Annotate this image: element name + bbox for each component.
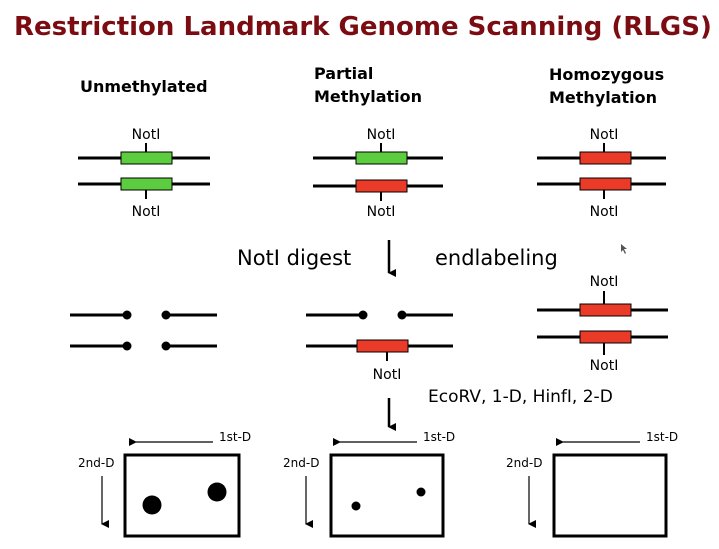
step1-endlabel-label: endlabeling [435, 246, 558, 270]
gel-spot [142, 495, 162, 515]
gel-unmethylated: 1st-D 2nd-D [78, 430, 251, 538]
notI-site-unmethylated [120, 151, 173, 165]
dna-partial: NotI NotI [313, 127, 443, 220]
gel-homozygous: 1st-D 2nd-D [506, 430, 678, 538]
gel-frame [329, 453, 445, 538]
notI-site-unmethylated [355, 151, 408, 165]
gel-partial: 1st-D 2nd-D [283, 430, 455, 538]
noti-label-top: NotI [132, 127, 161, 143]
header-partial-line2: Methylation [314, 87, 422, 106]
noti-label-top: NotI [590, 127, 619, 143]
gel-frame [552, 453, 668, 538]
axis-1st-d-label: 1st-D [646, 430, 678, 444]
axis-2nd-d-label: 2nd-D [283, 456, 319, 470]
axis-2nd-d-label: 2nd-D [78, 456, 114, 470]
notI-site-unmethylated [120, 177, 173, 191]
notI-site-methylated [355, 179, 408, 193]
header-homozygous-line1: Homozygous [549, 65, 664, 84]
noti-label-bottom: NotI [590, 358, 619, 374]
notI-site-methylated [356, 339, 409, 353]
digested-partial: NotI [306, 310, 453, 383]
gel-spot [351, 501, 361, 511]
axis-2nd-d-label: 2nd-D [506, 456, 542, 470]
notI-site-methylated [579, 303, 632, 317]
axis-1st-d-label: 1st-D [219, 430, 251, 444]
digested-homozygous: NotI NotI [537, 274, 668, 374]
dna-unmethylated: NotI NotI [78, 127, 210, 220]
header-homozygous-line2: Methylation [549, 88, 657, 107]
notI-site-methylated [579, 177, 632, 191]
noti-label-top: NotI [367, 127, 396, 143]
noti-label-bottom: NotI [132, 204, 161, 220]
gel-spot [416, 487, 426, 497]
notI-site-methylated [579, 330, 632, 344]
noti-label-top: NotI [590, 274, 619, 290]
cursor-icon [621, 244, 627, 254]
gel-spot [207, 482, 227, 502]
dna-homozygous: NotI NotI [537, 127, 666, 220]
header-unmethylated: Unmethylated [80, 77, 208, 96]
step1-digest-label: NotI digest [237, 246, 351, 270]
page-title: Restriction Landmark Genome Scanning (RL… [14, 12, 712, 42]
step2-label: EcoRV, 1-D, HinfI, 2-D [428, 387, 613, 407]
noti-label-bottom: NotI [367, 204, 396, 220]
noti-label-bottom: NotI [590, 204, 619, 220]
header-partial-line1: Partial [314, 64, 373, 83]
noti-label-bottom: NotI [373, 367, 402, 383]
notI-site-methylated [579, 151, 632, 165]
digested-unmethylated [70, 310, 217, 351]
axis-1st-d-label: 1st-D [423, 430, 455, 444]
